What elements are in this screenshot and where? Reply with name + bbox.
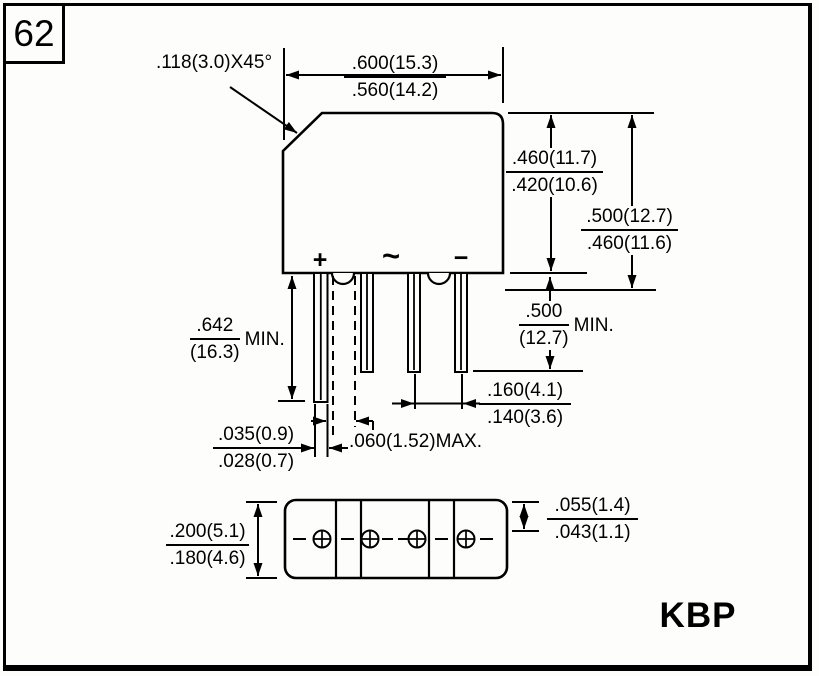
lead-3	[407, 272, 421, 373]
long-lead-length-dimension: .642 (16.3) MIN.	[190, 315, 285, 363]
minus-terminal-label: −	[453, 244, 469, 272]
body-notch-right	[426, 272, 452, 286]
page-number: 62	[13, 12, 55, 54]
short-lead-length-dimension: .500 (12.7) MIN.	[519, 301, 614, 350]
page-number-box: 62	[3, 3, 65, 64]
bottom-view-lead-marks	[312, 529, 476, 549]
lead-offset-note: .060(1.52)MAX.	[349, 431, 483, 452]
body-outline	[281, 111, 505, 275]
ac-terminal-label: ~	[381, 238, 401, 273]
package-depth-dimension: .200(5.1) .180(4.6)	[166, 521, 249, 570]
body-height-dimension: .460(11.7) .420(10.6)	[506, 148, 603, 197]
body-width-dimension: .600(15.3) .560(14.2)	[344, 53, 446, 102]
lead-2	[360, 272, 374, 373]
lead-thickness-dimension: .035(0.9) .028(0.7)	[213, 424, 299, 473]
lead-phantom-dashed	[332, 276, 356, 437]
body-notch-left	[330, 272, 356, 286]
lead-4	[454, 272, 468, 373]
package-thickness-dimension: .055(1.4) .043(1.1)	[547, 495, 638, 544]
bottom-view-outline	[283, 498, 509, 580]
lead-1-long	[313, 272, 329, 403]
overall-height-dimension: .500(12.7) .460(11.6)	[581, 206, 678, 255]
part-name-label: KBP	[659, 596, 737, 635]
plus-terminal-label: +	[312, 246, 328, 274]
chamfer-dimension-note: .118(3.0)X45°	[156, 52, 273, 73]
lead-spacing-dimension: .160(4.1) .140(3.6)	[479, 380, 571, 429]
